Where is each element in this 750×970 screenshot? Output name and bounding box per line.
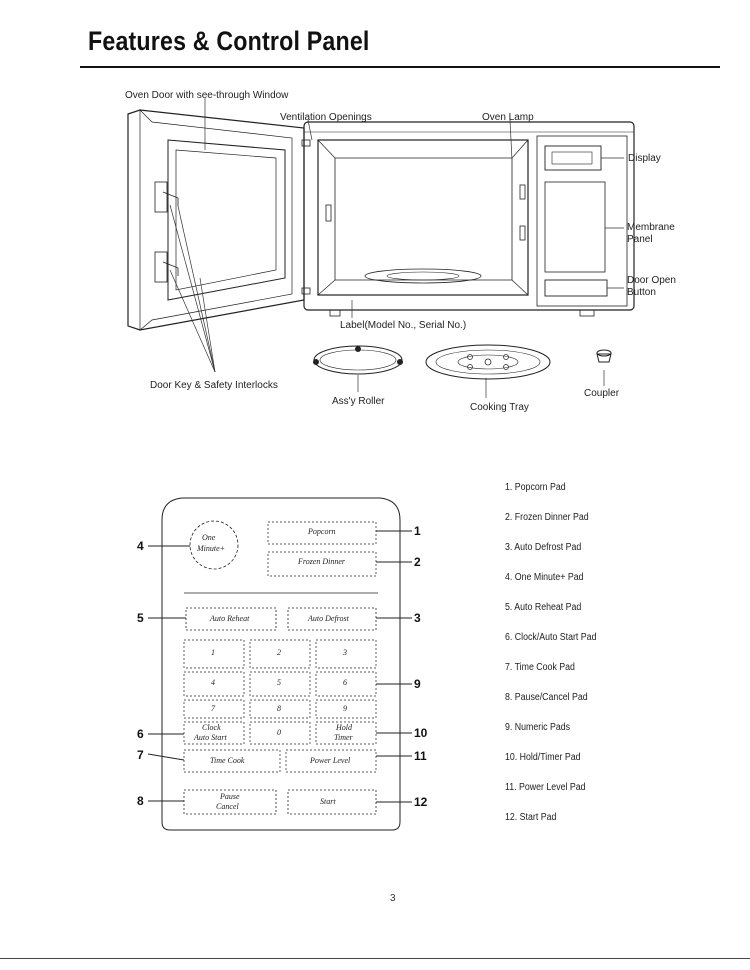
control-section [536,135,628,307]
power-level-pad-text: Power Level [310,756,351,765]
start-pad-text: Start [320,797,336,806]
door-key-label: Door Key & Safety Interlocks [150,380,278,391]
oven-door-label: Oven Door with see-through Window [125,90,289,101]
door-open-label-2: Button [627,287,656,298]
pad-5-text: 5 [277,678,281,687]
legend-item: 9. Numeric Pads [505,722,571,733]
oven-lamp-label: Oven Lamp [482,112,534,123]
hold-pad-text: Hold [336,723,352,732]
label-plate-label: Label(Model No., Serial No.) [340,320,467,331]
callout-8: 8 [137,794,144,808]
legend-item: 10. Hold/Timer Pad [505,752,581,763]
legend-item: 4. One Minute+ Pad [505,572,584,583]
clock-pad-text: Clock [202,723,221,732]
title-rule [80,66,720,68]
legend-item: 6. Clock/Auto Start Pad [505,632,597,643]
auto-reheat-pad-text: Auto Reheat [210,614,250,623]
legend-item: 5. Auto Reheat Pad [505,602,582,613]
pad-4-text: 4 [211,678,215,687]
pad-8-text: 8 [277,704,281,713]
legend-item: 8. Pause/Cancel Pad [505,692,588,703]
popcorn-pad-text: Popcorn [308,527,336,536]
display-window [544,145,602,171]
oven-cavity [317,139,529,296]
callout-10: 10 [414,726,428,740]
tray-label: Cooking Tray [470,402,529,413]
one-minute-pad-text-1: One [202,533,216,542]
one-minute-pad-text-2: Minute+ [197,544,226,553]
membrane-panel-label-1: Membrane [627,222,675,233]
legend-item: 7. Time Cook Pad [505,662,575,673]
bottom-rule [0,958,750,959]
legend-item: 11. Power Level Pad [505,782,586,793]
legend-item: 1. Popcorn Pad [505,482,566,493]
page-title: Features & Control Panel [88,26,370,56]
oven-body [303,121,635,311]
callout-5: 5 [137,611,144,625]
pad-7-text: 7 [211,704,215,713]
pad-6-text: 6 [343,678,347,687]
callout-9: 9 [414,677,421,691]
legend-item: 12. Start Pad [505,812,557,823]
door-open-label-1: Door Open [627,275,676,286]
timer-pad-text: Timer [334,733,353,742]
legend-item: 3. Auto Defrost Pad [505,542,582,553]
callout-7: 7 [137,748,144,762]
pad-1-text: 1 [211,648,215,657]
membrane-panel [544,181,606,273]
callout-2: 2 [414,555,421,569]
auto-start-pad-text: Auto Start [194,733,227,742]
legend-item: 2. Frozen Dinner Pad [505,512,589,523]
callout-11: 11 [414,749,427,763]
auto-defrost-pad-text: Auto Defrost [308,614,349,623]
frozen-dinner-pad-text: Frozen Dinner [298,557,346,566]
pad-2-text: 2 [277,648,281,657]
callout-6: 6 [137,727,144,741]
cooking-tray [425,344,551,380]
membrane-panel-label-2: Panel [627,234,653,245]
callout-4: 4 [137,539,144,553]
callout-3: 3 [414,611,421,625]
pad-9-text: 9 [343,704,347,713]
callout-12: 12 [414,795,428,809]
time-cook-pad-text: Time Cook [210,756,245,765]
callout-1: 1 [414,524,421,538]
pause-pad-text: Pause [220,792,240,801]
coupler [596,349,612,363]
pad-3-text: 3 [343,648,347,657]
coupler-label: Coupler [584,388,620,399]
display-label: Display [628,153,661,164]
ventilation-label: Ventilation Openings [280,112,372,123]
pad-0-text: 0 [277,728,281,737]
door-open-button [544,279,608,297]
roller-label: Ass'y Roller [332,396,385,407]
cancel-pad-text: Cancel [216,802,239,811]
page-number: 3 [390,893,396,904]
